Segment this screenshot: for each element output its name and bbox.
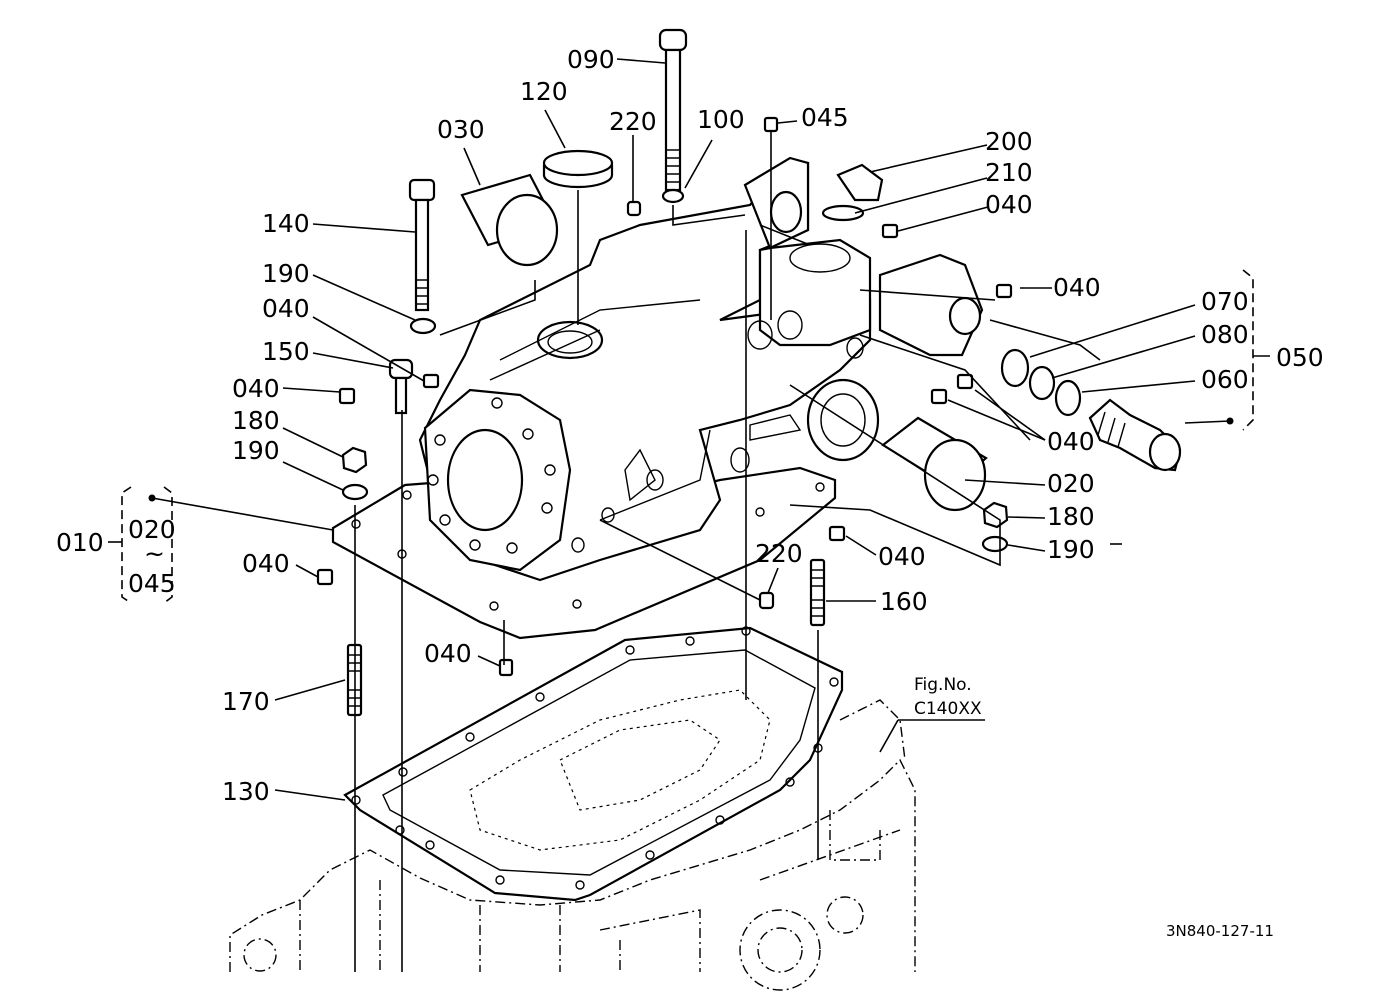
figure-reference: Fig.No. C140XX	[914, 675, 982, 719]
callout-060: 060	[1201, 365, 1249, 394]
nut-180-left	[341, 446, 368, 474]
bush-030	[460, 173, 559, 267]
plug-045-upper	[763, 116, 779, 133]
callout-210: 210	[985, 158, 1033, 187]
stud-160	[809, 558, 826, 627]
callout-040-c: 040	[262, 294, 310, 323]
setscrews-040	[316, 223, 1013, 677]
hydraulic-housing	[418, 156, 984, 582]
callout-080: 080	[1201, 320, 1249, 349]
fig-ref-line2: C140XX	[914, 699, 982, 719]
callout-220-upper: 220	[609, 107, 657, 136]
callout-045-upper: 045	[801, 103, 849, 132]
washer-190-upper	[409, 317, 437, 335]
group-050-marker	[1226, 417, 1234, 425]
nut-180-right	[982, 501, 1009, 529]
group-010-marker	[148, 494, 156, 502]
oring-060	[1054, 379, 1082, 417]
callout-190-b: 190	[232, 436, 280, 465]
relief-valve-050	[1088, 398, 1182, 472]
bolt-090	[658, 28, 688, 192]
callout-170: 170	[222, 687, 270, 716]
callout-030: 030	[437, 115, 485, 144]
callout-140: 140	[262, 209, 310, 238]
plug-220-lower	[758, 591, 775, 610]
bracket-010-right	[163, 486, 173, 604]
group-range-start: 020	[128, 515, 176, 544]
group-label-010: 010	[56, 528, 104, 557]
callout-050: 050	[1276, 343, 1324, 372]
callout-190-a: 190	[262, 259, 310, 288]
callout-150: 150	[262, 337, 310, 366]
bolt-140	[408, 178, 436, 312]
plug-220-upper	[626, 200, 642, 217]
callout-040-g: 040	[242, 549, 290, 578]
callout-040-a: 040	[985, 190, 1033, 219]
group-range-end: 045	[128, 569, 176, 598]
callout-190-c: 190	[1047, 535, 1095, 564]
callout-220-lower: 220	[755, 539, 803, 568]
leader-lines	[151, 58, 1231, 801]
washer-190-left	[341, 483, 369, 501]
backup-ring-080	[1028, 365, 1056, 401]
callout-040-d: 040	[232, 374, 280, 403]
engine-block-outline	[229, 699, 916, 991]
callout-180-b: 180	[1047, 502, 1095, 531]
callout-090: 090	[567, 45, 615, 74]
callout-labels: 090 120 220 100 045 030 200 210 040 140 …	[222, 45, 1324, 806]
callout-180-a: 180	[232, 406, 280, 435]
callout-160: 160	[880, 587, 928, 616]
washer-190-right	[981, 535, 1009, 553]
bracket-050	[1242, 269, 1254, 431]
gasket-130	[343, 626, 844, 902]
oring-070	[1000, 348, 1030, 388]
group-range-sep: ~	[144, 539, 165, 568]
cap-120	[542, 149, 614, 189]
drawing-number: 3N840-127-11	[1166, 922, 1274, 940]
callout-070: 070	[1201, 287, 1249, 316]
bracket-010	[121, 486, 132, 604]
assembly-group-010: 010 020 ~ 045	[56, 515, 176, 598]
bush-020	[881, 416, 988, 512]
callout-130: 130	[222, 777, 270, 806]
callout-200: 200	[985, 127, 1033, 156]
callout-120: 120	[520, 77, 568, 106]
bolt-150	[388, 358, 414, 415]
callout-040-h: 040	[424, 639, 472, 668]
callout-040-e: 040	[1047, 427, 1095, 456]
callout-040-f: 040	[878, 542, 926, 571]
alignment-lines	[354, 130, 1101, 972]
washer-100	[661, 188, 685, 204]
oring-210	[821, 204, 865, 222]
callout-040-b: 040	[1053, 273, 1101, 302]
callout-020: 020	[1047, 469, 1095, 498]
cap-200	[836, 163, 884, 202]
fig-ref-line1: Fig.No.	[914, 675, 972, 695]
callout-100: 100	[697, 105, 745, 134]
